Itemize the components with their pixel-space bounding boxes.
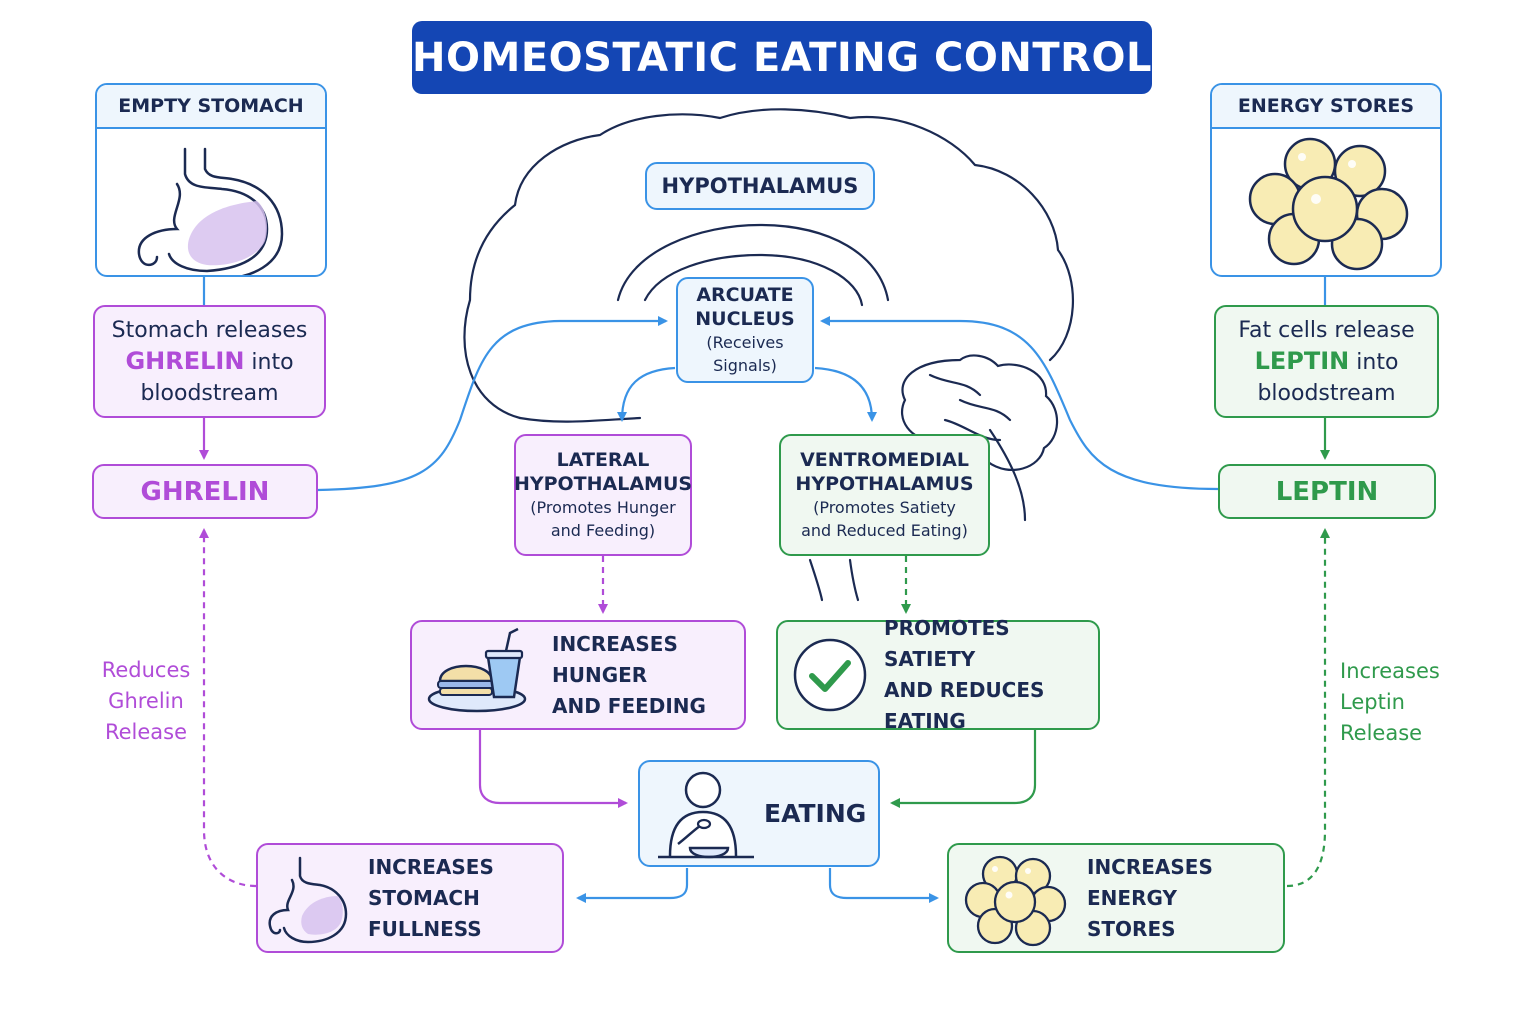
empty-stomach-header: EMPTY STOMACH — [97, 85, 325, 129]
eating-box: EATING — [638, 760, 880, 867]
energy-stores-card: ENERGY STORES — [1210, 83, 1442, 277]
brain-outline — [463, 108, 1074, 602]
page-title: HOMEOSTATIC EATING CONTROL — [412, 21, 1152, 94]
ghrelin-highlight: GHRELIN — [125, 346, 245, 375]
arrow-fullness-to-ghrelin — [199, 528, 257, 888]
arrow-eating-to-fullness — [576, 868, 689, 903]
arrow-arcuate-to-ventromedial — [814, 366, 877, 422]
arcuate-nucleus-box: ARCUATE NUCLEUS (Receives Signals) — [676, 277, 814, 383]
increases-energy-box: INCREASES ENERGY STORES — [947, 843, 1285, 953]
arrow-satiety-to-eating — [890, 730, 1037, 808]
increases-hunger-box: INCREASES HUNGER AND FEEDING — [410, 620, 746, 730]
arrow-hunger-to-eating — [478, 730, 628, 808]
ghrelin-box: GHRELIN — [92, 464, 318, 519]
increases-fullness-box: INCREASES STOMACH FULLNESS — [256, 843, 564, 953]
leptin-highlight: LEPTIN — [1254, 346, 1350, 375]
arrow-leptin-to-arcuate — [820, 316, 1219, 491]
check-circle-icon — [793, 638, 867, 712]
energy-stores-header: ENERGY STORES — [1212, 85, 1440, 129]
leptin-release-box: Fat cells release LEPTIN into bloodstrea… — [1214, 305, 1439, 418]
reduces-ghrelin-label: Reduces Ghrelin Release — [101, 658, 191, 744]
fat-cells-small-icon — [964, 855, 1067, 947]
arrow-energy-to-leptin — [1286, 528, 1330, 888]
promotes-satiety-box: PROMOTES SATIETY AND REDUCES EATING — [776, 616, 1100, 733]
ghrelin-release-box: Stomach releases GHRELIN into bloodstrea… — [93, 305, 326, 418]
arrow-eating-to-energy — [828, 868, 939, 903]
fat-cells-icon — [1248, 137, 1409, 271]
lateral-hypothalamus-box: LATERAL HYPOTHALAMUS (Promotes Hunger an… — [514, 434, 692, 556]
ventromedial-hypothalamus-box: VENTROMEDIAL HYPOTHALAMUS (Promotes Sati… — [779, 434, 990, 556]
leptin-box: LEPTIN — [1218, 464, 1436, 519]
full-stomach-icon — [268, 856, 348, 944]
person-eating-icon — [658, 771, 754, 858]
hypothalamus-label: HYPOTHALAMUS — [645, 162, 875, 210]
increases-leptin-label: Increases Leptin Release — [1340, 659, 1440, 745]
arrow-ghrelin-to-arcuate — [317, 316, 668, 492]
empty-stomach-card: EMPTY STOMACH — [95, 83, 327, 277]
burger-and-drink-icon — [427, 627, 527, 713]
stomach-icon — [137, 147, 284, 275]
arrow-arcuate-to-lateral — [617, 366, 676, 422]
